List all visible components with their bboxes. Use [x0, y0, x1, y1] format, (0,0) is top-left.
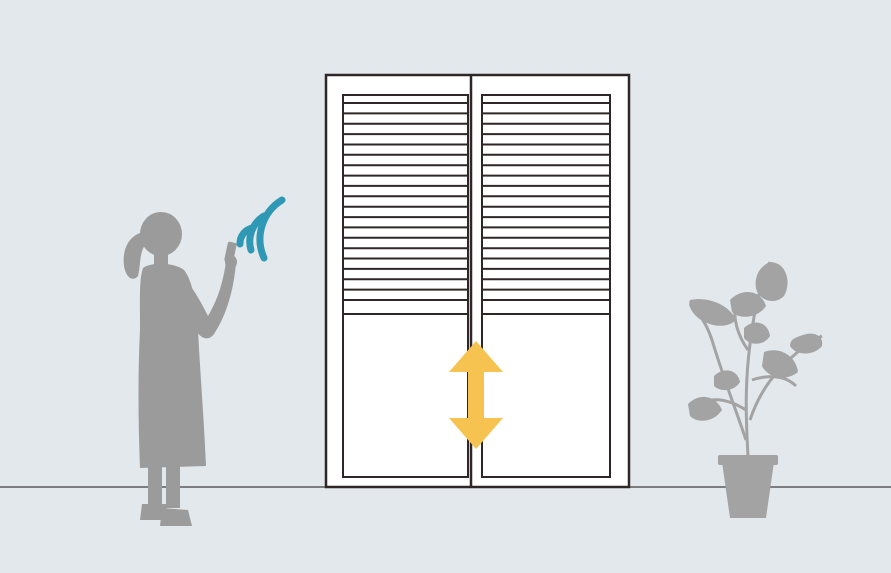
louver-slats	[343, 102, 610, 315]
louvered-window	[324, 73, 631, 489]
up-down-arrow-icon	[449, 341, 503, 449]
window-pane-left	[342, 94, 469, 478]
person-with-phone-icon	[123, 212, 237, 526]
pane-right-border	[481, 94, 611, 478]
pane-left-border	[342, 94, 469, 478]
wireless-signal-icon	[236, 196, 286, 262]
potted-plant-icon	[688, 261, 823, 518]
window-pane-right	[481, 94, 611, 478]
